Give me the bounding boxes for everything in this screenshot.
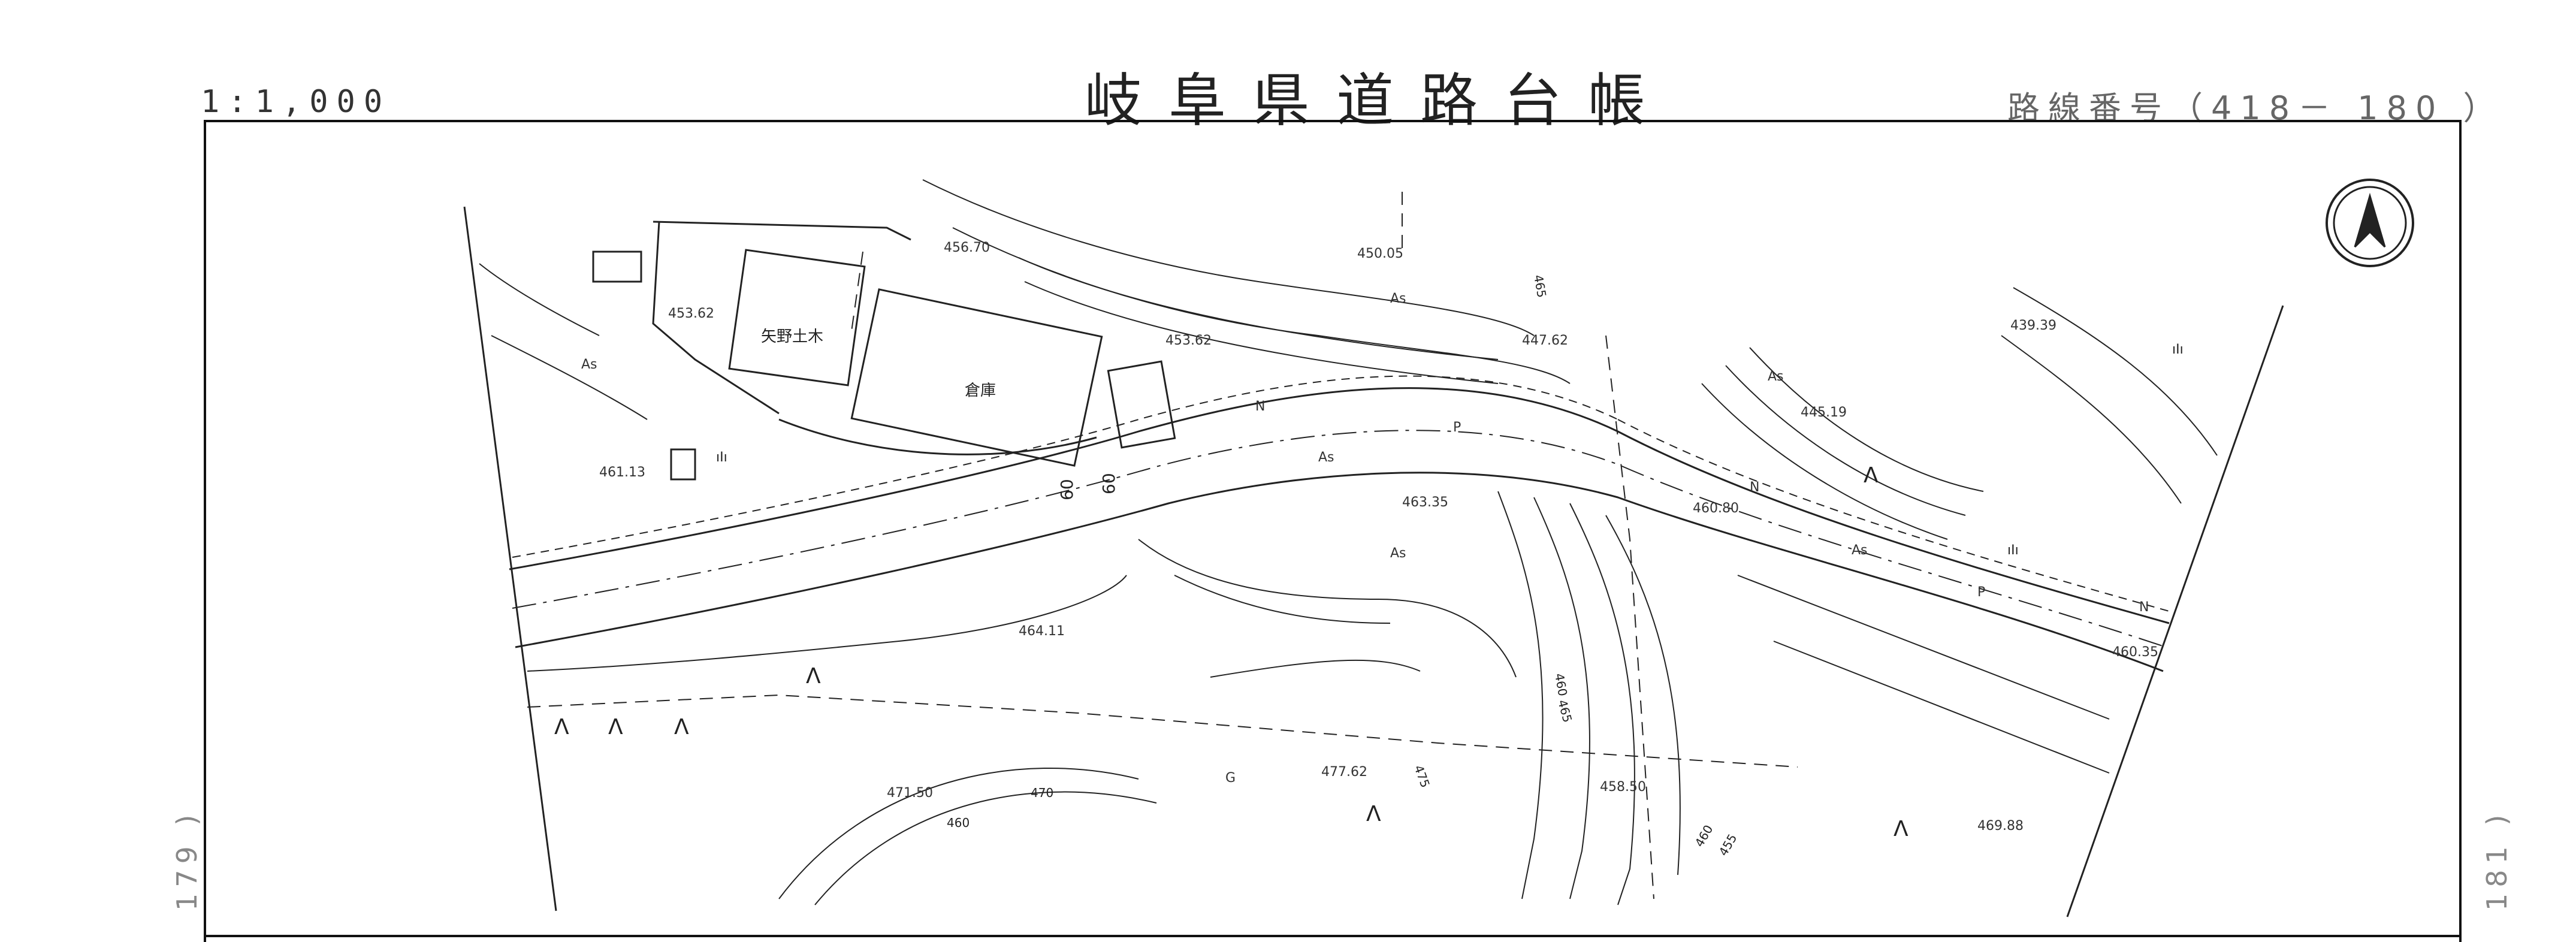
- slope-hatching: [479, 179, 2218, 774]
- map-frame: [204, 120, 2462, 942]
- elevation-label: 460.80: [1693, 501, 1739, 516]
- map-scale: 1:1,000: [201, 84, 391, 120]
- land-use-label: As: [1768, 369, 1784, 384]
- elevation-label: 461.13: [599, 465, 645, 480]
- contour-label: 470: [1031, 786, 1053, 800]
- forest-symbol: Λ: [608, 715, 623, 739]
- north-arrow: [2326, 179, 2414, 267]
- contour-labels: 470 465 460 475 460 455 465 460: [947, 274, 1740, 859]
- elevation-label: 477.62: [1321, 765, 1367, 780]
- contour-label: 455: [1716, 831, 1740, 858]
- forest-symbol: Λ: [1366, 802, 1381, 826]
- vegetation-symbols: Λ Λ Λ Λ Λ Λ Λ ıIı ıIı ıIı: [554, 342, 2184, 841]
- grass-symbol: ıIı: [2172, 342, 2184, 357]
- forest-symbol: Λ: [554, 715, 569, 739]
- forest-symbol: Λ: [674, 715, 689, 739]
- buildings-layer: [592, 221, 1176, 481]
- contour-label: 460: [1552, 672, 1570, 698]
- elevation-label: 453.62: [1165, 333, 1212, 348]
- forest-symbol: Λ: [1864, 463, 1879, 488]
- elevation-label: 464.11: [1019, 624, 1065, 639]
- elevation-label: 453.62: [668, 306, 714, 321]
- page-title: 岐阜県道路台帳: [1085, 67, 1672, 134]
- contour-label: 460: [947, 816, 970, 830]
- elevation-label: 460.35: [2112, 645, 2158, 660]
- grass-symbol: ıIı: [716, 450, 727, 465]
- land-use-label: As: [1390, 546, 1406, 561]
- cable-label: N: [1255, 399, 1265, 414]
- elevation-label: 439.39: [2010, 318, 2056, 333]
- building-label-warehouse: 倉庫: [965, 382, 996, 400]
- forest-symbol: Λ: [1894, 817, 1908, 841]
- elevation-label: 445.19: [1801, 405, 1847, 420]
- land-use-label: As: [1318, 450, 1334, 465]
- road-markers: 60 60: [1057, 473, 1119, 500]
- elevation-label: 447.62: [1522, 333, 1568, 348]
- contour-lines: [778, 257, 1984, 905]
- land-use-labels: As As As As As As As: [581, 291, 1868, 561]
- grass-symbol: ıIı: [2007, 543, 2019, 558]
- elevation-label: 458.50: [1600, 780, 1646, 795]
- elevation-label: 450.05: [1357, 246, 1403, 261]
- land-use-label: As: [581, 357, 597, 372]
- boundary-dashes: [527, 192, 1798, 899]
- gate-label: G: [1225, 771, 1236, 786]
- contour-label: 475: [1411, 763, 1433, 790]
- cable-label: N: [1750, 480, 1759, 495]
- road-marker: 60: [1099, 473, 1119, 494]
- cable-labels: N N N P P P G: [1225, 399, 2149, 786]
- elevation-label: 463.35: [1402, 495, 1448, 510]
- contour-label: 465: [1555, 698, 1575, 724]
- contour-label: 460: [1692, 822, 1716, 849]
- forest-symbol: Λ: [806, 664, 821, 689]
- elevation-label: 469.88: [1977, 819, 2024, 834]
- elevation-points: 456.70 450.05 453.62 453.62 447.62 445.1…: [599, 240, 2158, 834]
- elevation-label: 471.50: [887, 786, 933, 801]
- cable-label: N: [2139, 600, 2149, 615]
- sheet-boundary: [463, 206, 2284, 917]
- main-road: [509, 375, 2170, 672]
- frame-bottom-line: [204, 935, 2462, 937]
- elevation-label: 456.70: [944, 240, 990, 255]
- cable-label: P: [1977, 585, 1985, 600]
- contour-label: 465: [1531, 274, 1549, 299]
- land-use-label: As: [1852, 543, 1868, 558]
- building-label-yano: 矢野土木: [761, 328, 823, 346]
- road-marker: 60: [1057, 479, 1077, 500]
- land-use-label: As: [1390, 291, 1406, 306]
- cable-label: P: [1453, 420, 1461, 435]
